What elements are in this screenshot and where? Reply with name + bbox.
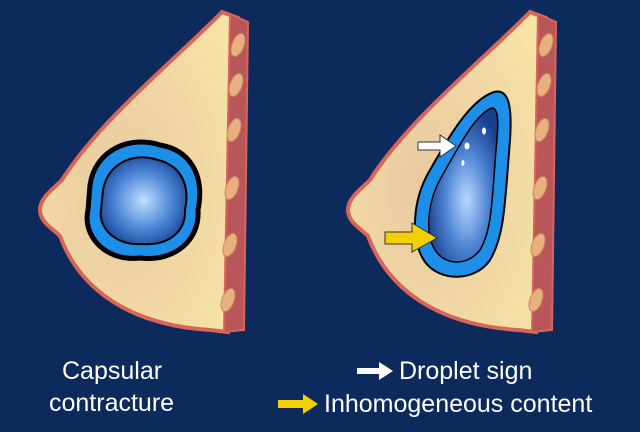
capsular-label-line2: contracture <box>49 389 175 417</box>
legend-label: Inhomogeneous content <box>324 390 593 418</box>
capsular-label-line1: Capsular <box>62 357 163 385</box>
legend-droplet-sign: Droplet sign <box>357 356 532 386</box>
white-arrow-icon <box>417 134 457 158</box>
legend-label: Droplet sign <box>399 357 533 385</box>
droplet-implant <box>384 90 512 278</box>
legend-inhomogeneous-content: Inhomogeneous content <box>278 389 592 419</box>
white-arrow-icon <box>357 362 393 380</box>
yellow-arrow-icon <box>384 222 438 253</box>
left-breast <box>38 10 250 334</box>
yellow-arrow-icon <box>278 394 318 414</box>
